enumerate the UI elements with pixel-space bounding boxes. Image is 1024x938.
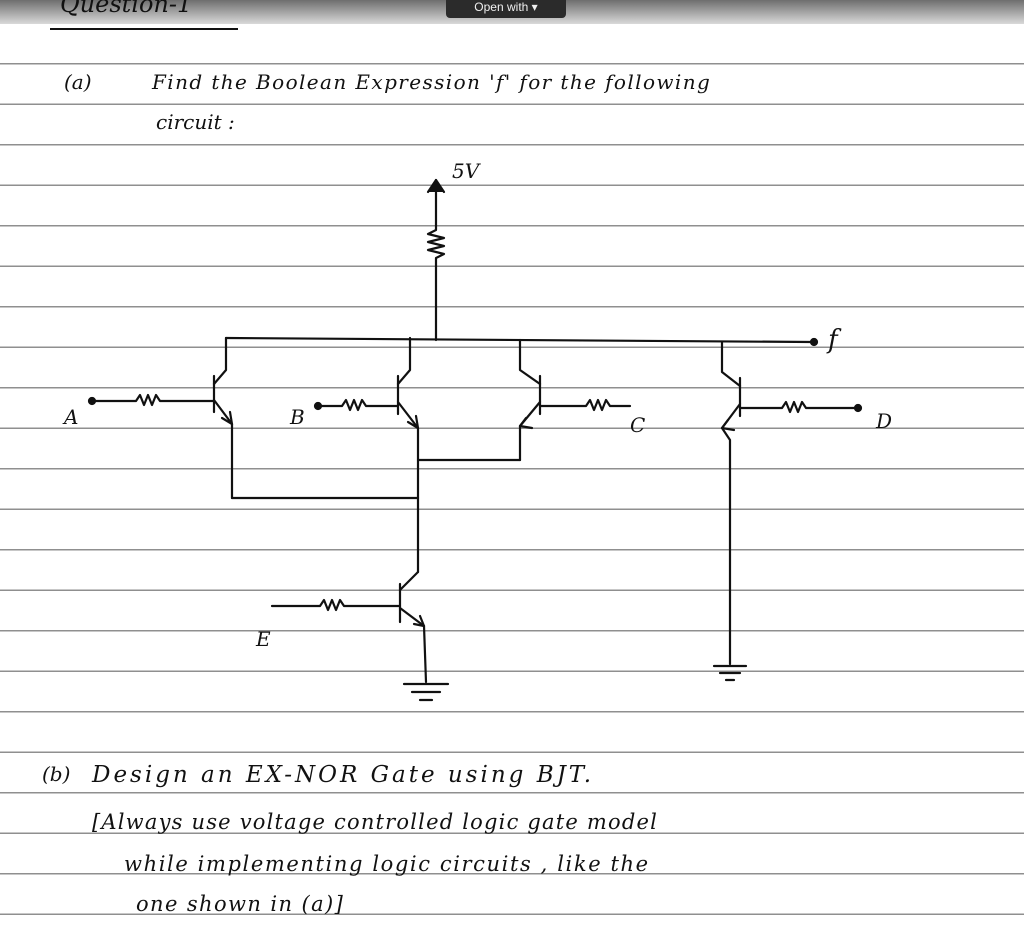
output-node <box>809 337 819 347</box>
input-d-resistor <box>738 400 858 414</box>
part-a-line1: Find the Boolean Expression 'f' for the … <box>152 70 712 94</box>
output-label: f <box>826 325 842 355</box>
part-b-line4: one shown in (a)] <box>136 892 345 916</box>
open-with-button[interactable]: Open with ▾ <box>446 0 566 18</box>
viewer-toolbar: Open with ▾ <box>0 0 1024 24</box>
part-a-marker: (a) <box>64 70 92 94</box>
transistor-d <box>720 340 742 666</box>
part-a-line2: circuit : <box>156 110 235 134</box>
part-b-line3: while implementing logic circuits , like… <box>124 852 650 876</box>
question-heading: Question-1 <box>60 0 193 18</box>
input-d-node <box>853 403 863 413</box>
part-b-marker: (b) <box>42 762 71 786</box>
supply-arrow-icon <box>426 178 446 227</box>
ground-icon <box>712 664 748 682</box>
input-e-resistor <box>270 598 402 612</box>
ground-icon <box>402 682 450 702</box>
input-b-resistor <box>316 398 400 412</box>
input-e-label: E <box>255 627 271 651</box>
transistor-b <box>396 336 420 574</box>
input-d-label: D <box>875 409 892 433</box>
part-b-line1: Design an EX-NOR Gate using BJT. <box>92 762 595 788</box>
supply-label: 5V <box>452 159 482 183</box>
pullup-resistor <box>426 223 446 342</box>
input-a-resistor <box>90 393 216 407</box>
input-c-resistor <box>538 398 632 412</box>
input-b-label: B <box>289 405 305 429</box>
input-c-label: C <box>630 413 645 437</box>
transistor-c <box>518 338 542 462</box>
part-b-line2: [Always use voltage controlled logic gat… <box>92 810 659 834</box>
input-a-label: A <box>62 405 78 429</box>
transistor-a <box>212 336 234 500</box>
heading-underline <box>50 28 238 30</box>
transistor-e <box>398 570 428 684</box>
